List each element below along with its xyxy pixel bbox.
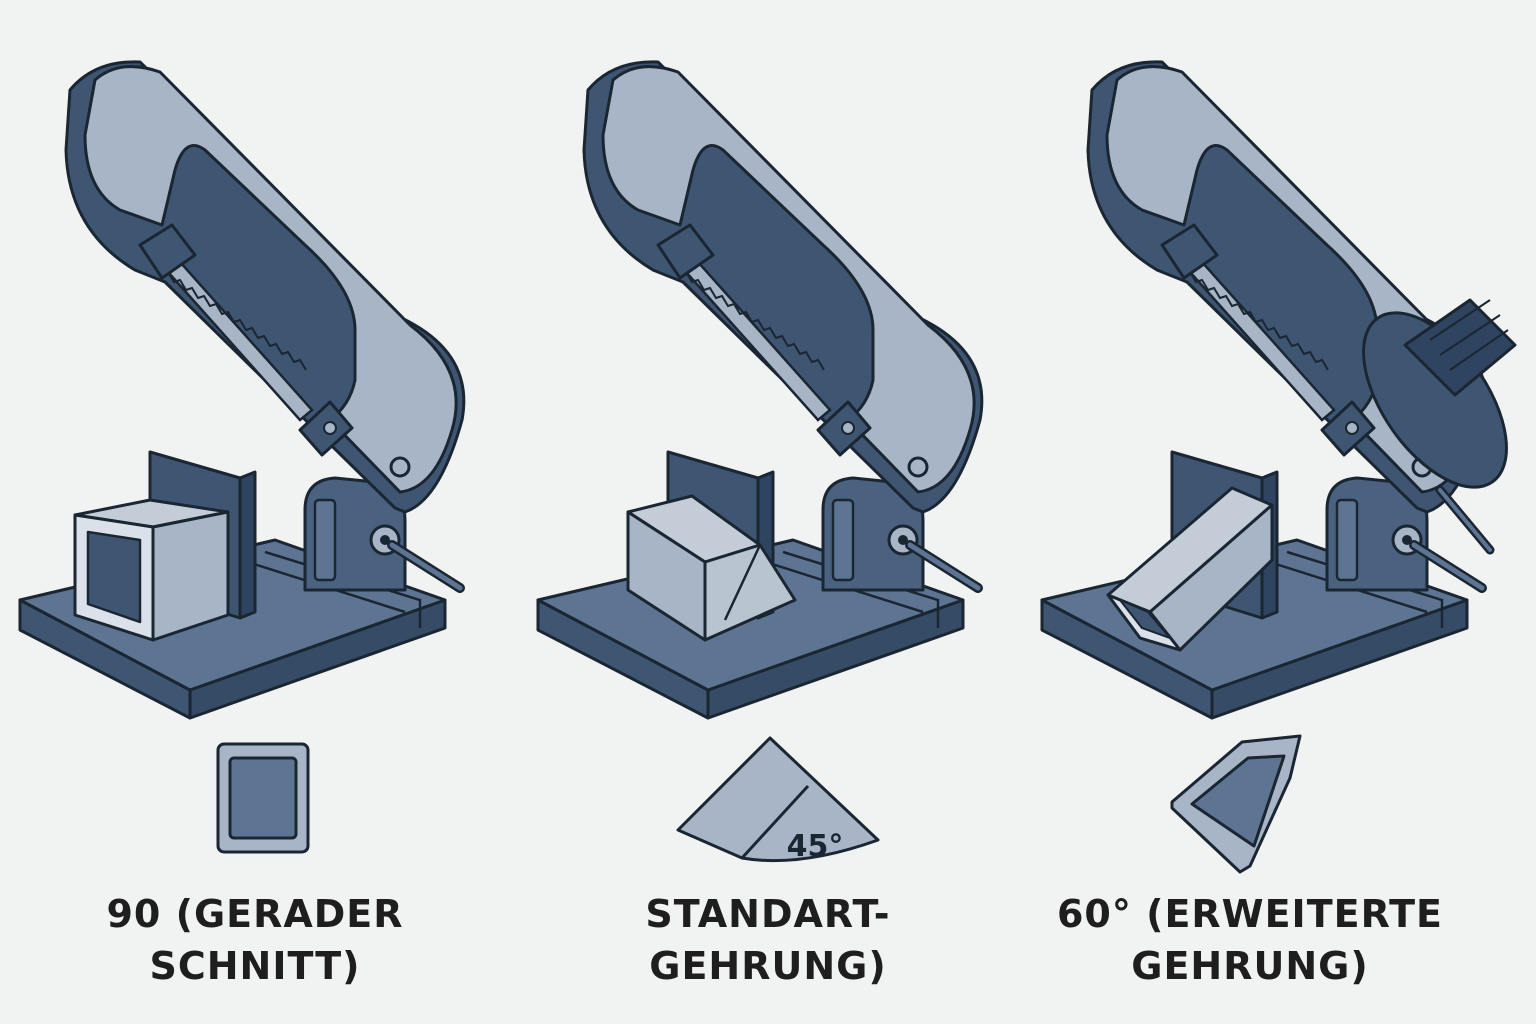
miter-workpiece <box>626 494 797 642</box>
miter-45-sector-icon: 45° <box>676 736 880 864</box>
caption-extended-miter: 60° (ERWEITERTE GEHRUNG) <box>1040 888 1460 992</box>
motor-unit <box>1362 298 1517 555</box>
caption-line: 90 (GERADER <box>106 892 404 936</box>
caption-standard-miter: STANDART- GEHRUNG) <box>558 888 978 992</box>
caption-line: STANDART- <box>645 892 891 936</box>
bandsaw-straight-cut <box>20 62 464 718</box>
angled-tube-workpiece <box>1106 486 1274 652</box>
caption-line: GEHRUNG) <box>649 944 887 988</box>
caption-line: GEHRUNG) <box>1131 944 1369 988</box>
caption-straight-cut: 90 (GERADER SCHNITT) <box>45 888 465 992</box>
caption-line: SCHNITT) <box>149 944 361 988</box>
angle-label: 45° <box>787 829 844 864</box>
bandsaw-standard-miter <box>538 62 982 718</box>
bandsaw-extended-miter <box>1042 62 1517 718</box>
caption-line: 60° (ERWEITERTE <box>1056 892 1444 936</box>
square-tube-profile-icon <box>216 742 310 854</box>
angled-tube-profile-icon <box>1170 734 1302 874</box>
square-tube-workpiece <box>73 498 230 642</box>
